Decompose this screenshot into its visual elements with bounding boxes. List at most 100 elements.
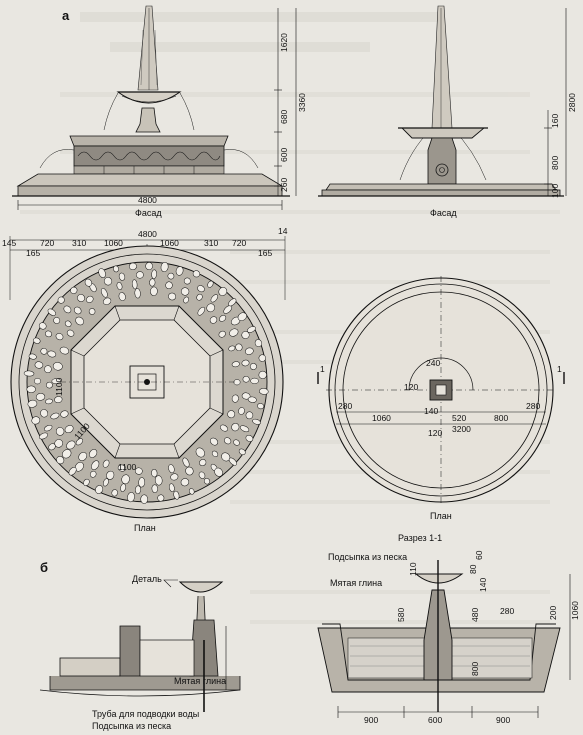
dim-sec-200: 200 [548,606,558,620]
pebble [140,494,148,504]
pebble [150,286,158,296]
dim-rplan-800: 800 [494,413,508,423]
dim-plan-165b: 165 [258,248,272,258]
pebble [77,294,85,302]
pebble [68,466,77,476]
dim-plan-165a: 165 [26,248,40,258]
pebble [98,268,106,278]
pebble [62,449,72,459]
dim-v-680: 680 [279,110,289,124]
detail-b: Деталь Мятая глина Труба для подводки во… [39,574,241,731]
dim-v-100: 100 [550,184,560,198]
pebble [116,282,123,290]
pebble [27,399,38,408]
pebble [239,425,250,433]
pebble [57,296,65,304]
pebble [63,305,72,314]
pebble [231,422,240,432]
pebble [245,434,254,442]
pebble [31,416,41,425]
pebble [238,407,245,415]
dim-sec-280: 280 [500,606,514,616]
pebble [183,296,189,304]
dim-sec-140: 140 [478,578,488,592]
pebble [60,410,69,418]
pebble [149,278,156,287]
pebble [39,432,48,440]
pebble [258,354,266,362]
dim-sec-900a: 900 [364,715,378,725]
pebble [228,457,237,466]
detail-label-sand: Подсыпка из песка [92,721,171,731]
dim-v-160: 160 [550,114,560,128]
pebble [52,362,63,371]
pebble [151,468,158,478]
pebble [206,303,215,313]
pebble [53,317,61,324]
pebble [118,272,126,281]
pebble [56,456,65,465]
pebble [46,381,53,389]
pebble [75,438,83,446]
pebble [23,370,35,377]
pebble [231,361,240,368]
pebble [78,452,88,461]
pebble [103,277,113,286]
pebble [218,287,228,296]
dim-sec-600: 600 [428,715,442,725]
pebble [199,459,207,467]
dim-sec-110: 110 [408,562,418,576]
pebble [132,279,138,290]
pebble [154,475,163,486]
section-1-1: Разрез 1-1 Подсыпка из песка Мятая глина… [317,533,580,725]
pebble [151,484,158,493]
dim-sec-1060: 1060 [570,601,580,620]
pebble [34,361,44,369]
pebble [28,353,37,360]
pebble [45,330,52,338]
pebble [247,326,256,333]
pebble [89,470,97,478]
pebble [209,316,218,324]
pebble [228,298,237,307]
pebble [40,348,48,355]
dim-plan-1060a: 1060 [104,238,123,248]
pebble [259,388,269,395]
section-mark-right: 1 [557,364,562,374]
dim-plan-1100a: 1100 [54,377,64,396]
pebble [95,485,104,494]
pebble [91,460,100,470]
pebble [54,396,63,403]
dim-plan-1100c: 1100 [118,462,137,472]
dim-sec-900b: 900 [496,715,510,725]
pebble [196,293,203,301]
pebble [100,288,108,298]
pebble [106,470,115,480]
pebble [34,377,41,385]
pebble [254,339,262,348]
dim-sec-480: 480 [470,608,480,622]
dim-v-600: 600 [279,148,289,162]
dim-plan-1060b: 1060 [160,238,179,248]
dim-plan-310b: 310 [204,238,218,248]
pebble [102,459,110,468]
pebble [229,328,239,337]
pebble [241,359,250,367]
pebble [241,392,251,400]
pebble [86,295,94,303]
dim-rplan-140: 140 [424,406,438,416]
pebble [45,398,53,405]
right-plan: 1 1 240 120 280 1060 140 520 800 280 120… [317,276,565,521]
caption-facade-left: Фасад [135,208,162,218]
dim-v-2800: 2800 [567,93,577,112]
pebble [160,261,169,273]
pebble [84,278,93,287]
pebble [210,437,218,446]
dim-plan-4800: 4800 [138,229,157,239]
pebble [207,280,214,288]
pebble [44,424,53,432]
pebble [66,440,76,450]
dim-v-1620: 1620 [279,33,289,52]
pebble-paving [23,261,269,504]
pebble [118,292,126,301]
